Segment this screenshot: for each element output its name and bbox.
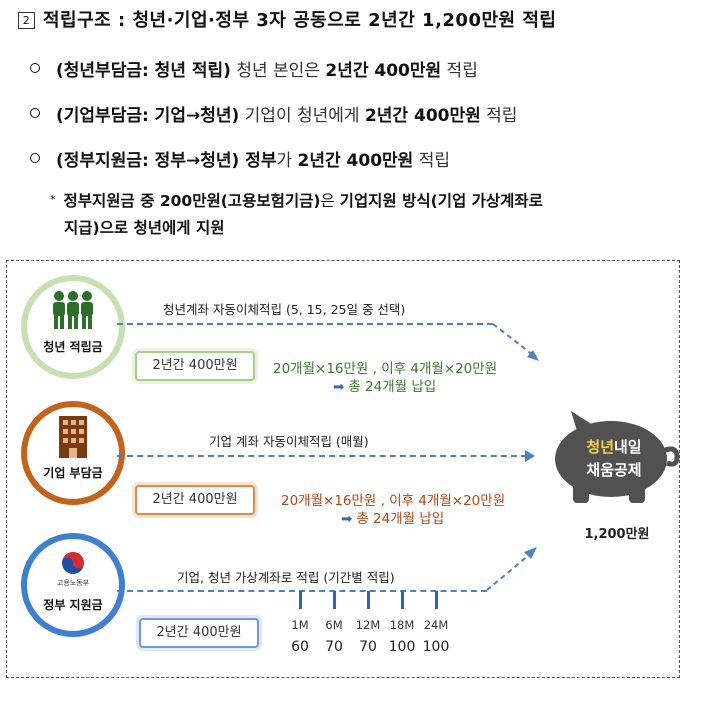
bullet-amount: 2년간 400만원 (364, 106, 481, 126)
footnote-text: 기업지원 방식(기업 가상계좌로 (339, 192, 543, 210)
government-contribution-circle: 고용노동부 정부 지원금 (21, 533, 125, 637)
timeline-amount: 70 (359, 639, 377, 655)
bullet-text: 가 (276, 151, 298, 171)
youth-contribution-circle: 청년 적립금 (21, 275, 125, 379)
bullet-circle-icon (30, 153, 40, 163)
youth-flow-line (117, 323, 493, 325)
footnote-text: 정부지원금 중 200만원(고용보험기금) (63, 192, 321, 210)
company-transfer-label: 기업 계좌 자동이체적립 (매월) (209, 434, 369, 449)
bullet-title: (청년부담금: 청년 적립) (56, 61, 231, 81)
bullet-text: 청년 본인은 (230, 61, 326, 81)
company-contribution-circle: 기업 부담금 (21, 401, 125, 505)
people-icon (53, 291, 93, 329)
section-number-box: 2 (18, 12, 35, 29)
timeline-month-label: 24M (423, 618, 449, 632)
ministry-emblem-icon (62, 552, 84, 574)
youth-amount-box: 2년간 400만원 (135, 351, 255, 381)
piggy-text-line2: 채움공제 (586, 461, 642, 479)
timeline-tick (299, 591, 302, 609)
footnote-text: 은 (320, 192, 340, 210)
company-total: ➡총 24개월 납입 (341, 507, 444, 527)
piggy-highlight-text: 청년 (586, 438, 614, 456)
company-amount-box: 2년간 400만원 (135, 485, 255, 515)
bullet-youth: (청년부담금: 청년 적립) 청년 본인은 2년간 400만원 적립 (30, 56, 478, 81)
bullet-title: (기업부담금: 기업→청년) (56, 106, 240, 126)
company-circle-label: 기업 부담금 (43, 466, 103, 480)
timeline-tick (401, 591, 404, 609)
timeline-month-label: 12M (355, 618, 381, 632)
timeline-month-label: 1M (291, 618, 309, 632)
company-schedule: 20개월×16만원 , 이후 4개월×20만원 (281, 493, 506, 509)
bullet-text: 기업이 청년에게 (239, 106, 365, 126)
savings-structure-diagram: 청년 적립금 청년계좌 자동이체적립 (5, 15, 25일 중 선택) 2년간… (6, 260, 680, 678)
bullet-circle-icon (30, 63, 40, 73)
government-transfer-label: 기업, 청년 가상계좌로 적립 (기간별 적립) (177, 570, 395, 585)
youth-flow-diagonal (492, 323, 539, 361)
government-flow-diagonal (486, 547, 537, 591)
section-heading: 2 적립구조 : 청년·기업·정부 3자 공동으로 2년간 1,200만원 적립 (18, 6, 556, 32)
piggy-total-amount: 1,200만원 (584, 527, 650, 542)
company-arrowhead-icon (525, 450, 535, 462)
bullet-text: 적립 (413, 151, 450, 171)
timeline-amount: 100 (388, 639, 416, 655)
timeline-amount: 70 (325, 639, 343, 655)
timeline-tick (435, 591, 438, 609)
bullet-government: (정부지원금: 정부→청년) 정부가 2년간 400만원 적립 (30, 146, 450, 171)
timeline-amount: 100 (422, 639, 450, 655)
timeline-month-label: 18M (389, 618, 415, 632)
bullet-amount: 2년간 400만원 (325, 61, 442, 81)
timeline-amount: 60 (291, 639, 309, 655)
bullet-text: 적립 (480, 106, 518, 126)
section-heading-text: 적립구조 : 청년·기업·정부 3자 공동으로 2년간 1,200만원 적립 (43, 10, 557, 31)
piggy-bank-icon (555, 411, 680, 503)
footnote-star: * (50, 193, 56, 206)
ministry-logo-text: 고용노동부 (56, 579, 90, 587)
timeline-tick (367, 591, 370, 609)
youth-total: ➡총 24개월 납입 (333, 375, 436, 395)
government-flow-line (117, 590, 487, 592)
youth-total-text: 총 24개월 납입 (348, 379, 437, 395)
piggy-text: 내일 (614, 438, 642, 456)
bullet-amount: 2년간 400만원 (297, 151, 414, 171)
right-arrow-icon: ➡ (341, 511, 353, 527)
timeline-tick (333, 591, 336, 609)
bullet-circle-icon (30, 108, 40, 118)
bullet-company: (기업부담금: 기업→청년) 기업이 청년에게 2년간 400만원 적립 (30, 101, 517, 126)
company-total-text: 총 24개월 납입 (356, 511, 445, 527)
timeline-month-label: 6M (325, 618, 343, 632)
bullet-text: 적립 (441, 61, 478, 81)
building-icon (59, 416, 87, 458)
bullet-title: (정부지원금: 정부→청년) 정부 (56, 151, 277, 171)
government-circle-label: 정부 지원금 (43, 598, 103, 612)
footnote-line2: 지급)으로 청년에게 지원 (64, 219, 225, 237)
youth-transfer-label: 청년계좌 자동이체적립 (5, 15, 25일 중 선택) (163, 302, 406, 317)
youth-circle-label: 청년 적립금 (43, 340, 103, 354)
piggy-bank-label: 청년내일 채움공제 (559, 436, 669, 482)
government-amount-box: 2년간 400만원 (139, 618, 259, 648)
footnote: * 정부지원금 중 200만원(고용보험기금)은 기업지원 방식(기업 가상계좌로… (50, 186, 710, 242)
right-arrow-icon: ➡ (333, 379, 345, 395)
company-flow-line (117, 455, 527, 457)
youth-schedule: 20개월×16만원 , 이후 4개월×20만원 (273, 361, 498, 377)
